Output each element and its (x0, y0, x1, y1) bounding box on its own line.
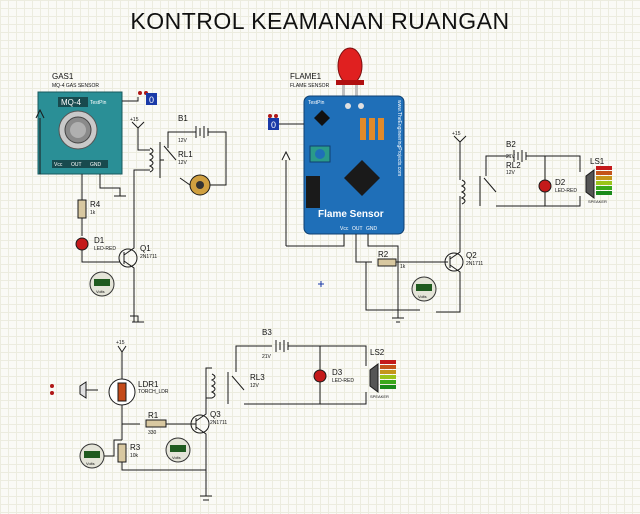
rl3-value: 12V (250, 383, 260, 389)
gas-power-label: +15 (130, 117, 139, 123)
resistor-r4-icon (77, 199, 87, 219)
schematic-title: KONTROL KEAMANAN RUANGAN (130, 8, 510, 34)
r1-value: 330 (148, 430, 157, 436)
flame-power-label: +15 (452, 131, 461, 137)
rl1-ref: RL1 (178, 150, 193, 159)
flame-chip-icon (344, 160, 380, 196)
d2-value: LED-RED (555, 188, 577, 194)
transistor-q2-icon (444, 252, 464, 272)
d1-value: LED-RED (94, 246, 116, 252)
flame-board-label: Flame Sensor (318, 209, 384, 220)
flame-pin-out: OUT (352, 226, 363, 232)
rl2-ref: RL2 (506, 161, 521, 170)
transistor-q3-icon (190, 414, 210, 434)
led-d3-icon (313, 369, 327, 383)
gas-logic-value: 0 (149, 95, 154, 105)
flame-pin-vcc: Vcc (340, 226, 349, 232)
rl1-value: 12V (178, 160, 188, 166)
gas-sensor-module[interactable]: MQ-4 Vcc OUT GND TestPin (37, 91, 123, 175)
r3-value: 10k (130, 453, 139, 459)
q2-value: 2N1711 (466, 261, 483, 267)
d1-ref: D1 (94, 236, 105, 245)
flame-sensor-module[interactable]: Flame Sensor www.TheEngineeringProjects.… (303, 95, 405, 235)
gas-sensor-face-label: MQ-4 (61, 98, 82, 107)
ls1-value: SPEAKER (588, 199, 607, 204)
d3-ref: D3 (332, 368, 343, 377)
voltmeter-2-label: Volts (418, 294, 427, 299)
b2-value: 21V (506, 154, 516, 160)
ldr-power-label: +15 (116, 340, 125, 346)
ls2-value: SPEAKER (370, 394, 389, 399)
resistor-r1-icon (145, 419, 167, 428)
q3-value: 2N1711 (210, 420, 227, 426)
r2-ref: R2 (378, 250, 389, 259)
d3-value: LED-RED (332, 378, 354, 384)
gas-logic-probe[interactable] (146, 93, 157, 105)
speaker-ls1-icon (585, 166, 612, 199)
voltmeter-3-label: Volts (86, 461, 95, 466)
b1-ref: B1 (178, 114, 188, 123)
relay-rl2-coil-icon (460, 179, 466, 205)
flame-sensor-ref: FLAME1 (290, 72, 322, 81)
gas-sensor-model: MQ-4 GAS SENSOR (52, 83, 99, 89)
q3-ref: Q3 (210, 410, 221, 419)
rl3-ref: RL3 (250, 373, 265, 382)
b3-ref: B3 (262, 328, 272, 337)
gas-sensor-ref: GAS1 (52, 72, 74, 81)
gas-testpin-label: TestPin (90, 100, 107, 106)
led-d1-icon (75, 237, 89, 251)
r4-value: 1k (90, 210, 96, 216)
relay-rl1-coil-icon (148, 147, 154, 173)
flame-testpin-label: TestPin (308, 100, 325, 106)
flame-sensor-model: FLAME SENSOR (290, 83, 330, 89)
b2-ref: B2 (506, 140, 516, 149)
resistor-r2-icon (377, 258, 397, 267)
b1-value: 12V (178, 138, 188, 144)
flame-led-icon (337, 47, 363, 85)
r1-ref: R1 (148, 411, 159, 420)
gas-pin-out: OUT (71, 162, 82, 168)
relay-rl3-coil-icon (210, 373, 216, 399)
led-d2-icon (538, 179, 552, 193)
b3-value: 21V (262, 354, 272, 360)
ldr-ref: LDR1 (138, 380, 159, 389)
voltmeter-1-label: Volts (96, 289, 105, 294)
gas-pin-vcc: Vcc (54, 162, 63, 168)
flame-logic-value: 0 (271, 120, 276, 130)
torch-icon (79, 381, 87, 399)
q2-ref: Q2 (466, 251, 477, 260)
transistor-q1-icon (118, 248, 138, 268)
ldr-value: TORCH_LDR (138, 389, 169, 395)
speaker-ls2-icon (369, 360, 396, 393)
gas-probe-dot-icon (138, 91, 142, 95)
resistor-r3-icon (117, 443, 127, 463)
q1-ref: Q1 (140, 244, 151, 253)
rl2-value: 12V (506, 170, 516, 176)
flame-potentiometer-icon (314, 110, 330, 126)
voltmeter-4-label: Volts (172, 455, 181, 460)
flame-website-label: www.TheEngineeringProjects.com (396, 100, 402, 176)
gas-pin-gnd: GND (90, 162, 102, 168)
r2-value: 1k (400, 264, 406, 270)
r4-ref: R4 (90, 200, 101, 209)
flame-pin-gnd: GND (366, 226, 378, 232)
r3-ref: R3 (130, 443, 141, 452)
ls2-ref: LS2 (370, 348, 385, 357)
d2-ref: D2 (555, 178, 566, 187)
ls1-ref: LS1 (590, 157, 605, 166)
q1-value: 2N1711 (140, 254, 157, 260)
flame-logic-probe[interactable] (268, 118, 279, 130)
